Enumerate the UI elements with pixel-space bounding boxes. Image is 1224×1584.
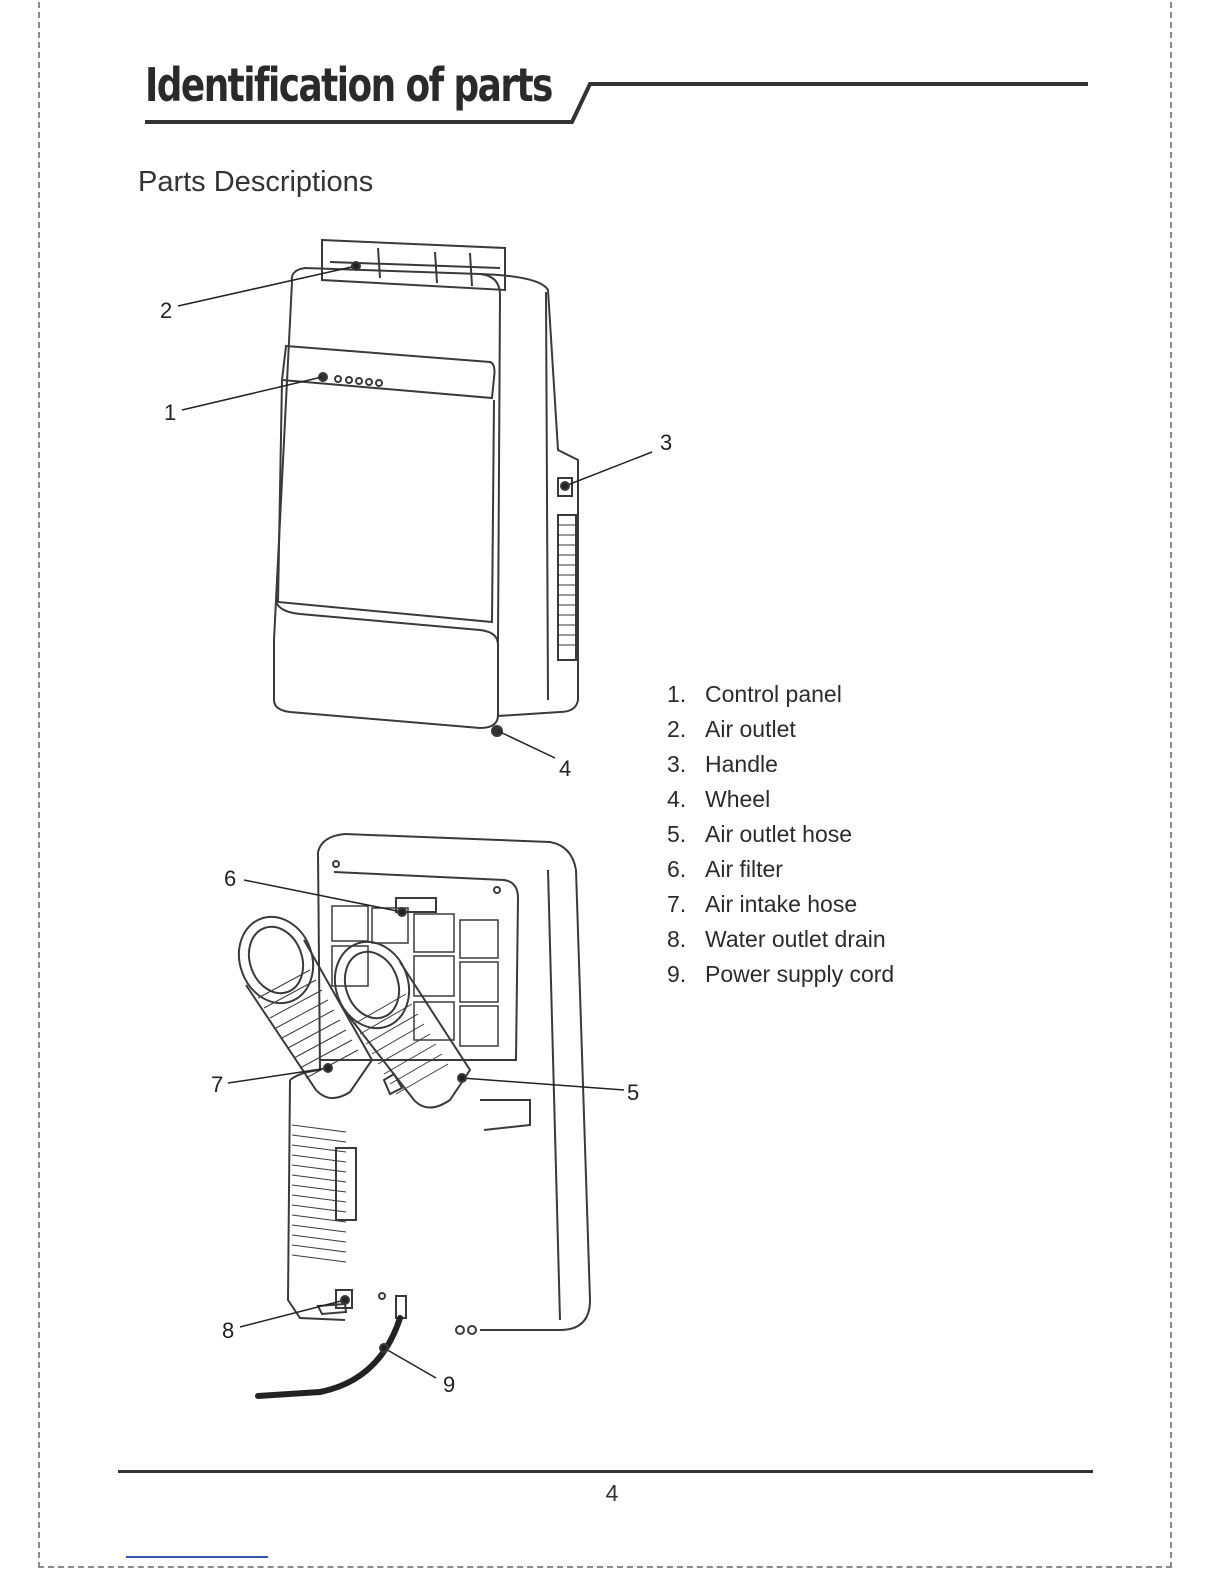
list-item: 8.Water outlet drain	[667, 926, 894, 961]
callout-6: 6	[224, 866, 236, 891]
callout-4: 4	[559, 756, 571, 781]
footer-divider	[118, 1470, 1093, 1473]
callout-1: 1	[164, 400, 176, 425]
page-number: 4	[0, 1480, 1224, 1507]
list-item: 4.Wheel	[667, 786, 894, 821]
bottom-link-underline	[126, 1556, 268, 1558]
parts-list: 1.Control panel 2.Air outlet 3.Handle 4.…	[667, 681, 894, 996]
callout-2: 2	[160, 298, 172, 323]
list-item: 9.Power supply cord	[667, 961, 894, 996]
callout-7: 7	[211, 1072, 223, 1097]
list-item: 6.Air filter	[667, 856, 894, 891]
callout-3: 3	[660, 430, 672, 455]
list-item: 1.Control panel	[667, 681, 894, 716]
list-item: 2.Air outlet	[667, 716, 894, 751]
callout-8: 8	[222, 1318, 234, 1343]
callout-5: 5	[627, 1080, 639, 1105]
list-item: 5.Air outlet hose	[667, 821, 894, 856]
list-item: 7.Air intake hose	[667, 891, 894, 926]
callout-9: 9	[443, 1372, 455, 1397]
list-item: 3.Handle	[667, 751, 894, 786]
front-view-illustration: 2 1 3 4 6 7 5 8 9	[0, 0, 1224, 1480]
